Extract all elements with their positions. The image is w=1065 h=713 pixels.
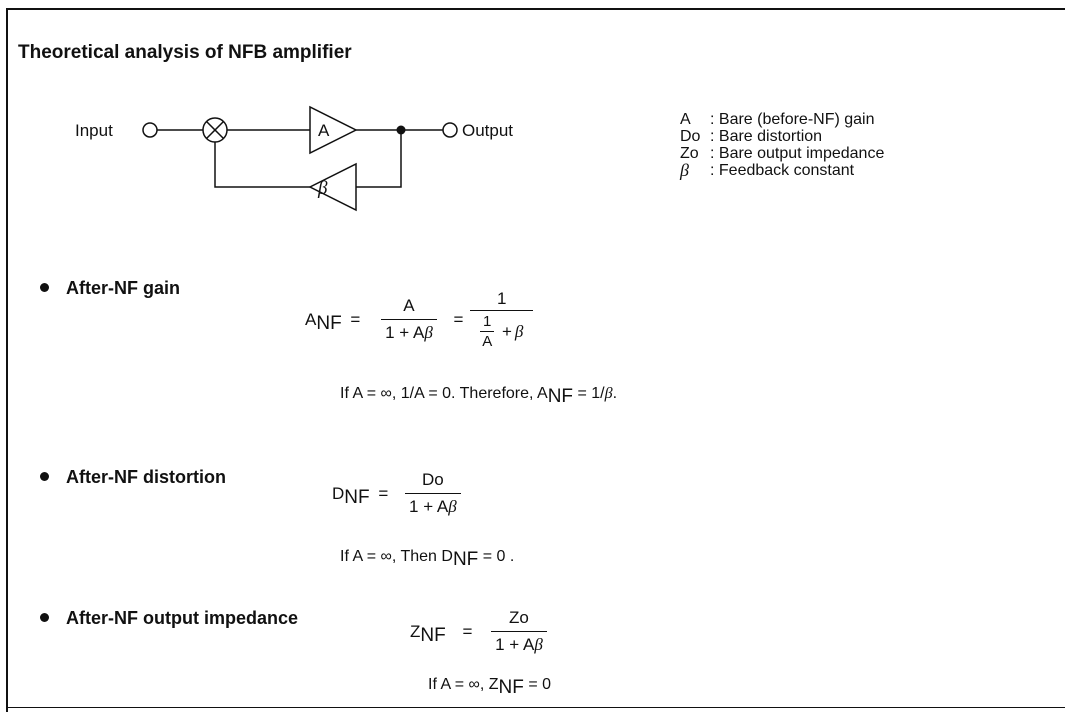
impedance-lhs-symbol: Z: [410, 621, 421, 641]
note-subscript: NF: [452, 549, 479, 570]
input-terminal: [142, 122, 158, 138]
inner-denominator: A: [480, 331, 495, 350]
equals-sign: =: [462, 621, 473, 641]
distortion-lhs-subscript: NF: [344, 486, 370, 508]
note-text: = 1/: [573, 385, 605, 402]
note-text: If A = ∞, 1/A = 0. Therefore, A: [340, 385, 548, 402]
legend-symbol: A: [680, 111, 691, 128]
note-text: .: [612, 385, 618, 402]
gain-heading: After-NF gain: [40, 278, 180, 299]
feedback-out-wire: [356, 130, 402, 188]
inner-numerator: 1: [483, 313, 492, 330]
legend-item: A : Bare (before-NF) gain: [680, 111, 884, 128]
gain-lhs: ANF: [305, 309, 342, 334]
figure-frame: [6, 8, 1065, 712]
fraction-denominator: 1 + Aβ: [381, 319, 437, 343]
legend-description: : Bare distortion: [710, 128, 823, 145]
note-text: If A = ∞, Then D: [340, 548, 453, 565]
beta-symbol: β: [534, 635, 543, 654]
bullet-dot: [40, 612, 49, 622]
bottom-rule: [6, 707, 1065, 708]
denominator-text: 1 + A: [409, 497, 449, 516]
gain-equation: ANF = A 1 + Aβ = 1 1 A +β: [305, 289, 534, 350]
nfb-block-diagram: Input A Output β: [75, 105, 513, 212]
beta-symbol: β: [514, 321, 524, 341]
note-text: = 0 .: [478, 548, 515, 565]
symbol-legend: A : Bare (before-NF) gain Do : Bare dist…: [680, 111, 884, 179]
fraction-numerator: A: [403, 296, 415, 315]
gain-fraction-2: 1 1 A +β: [470, 289, 534, 350]
impedance-lhs: ZNF: [410, 621, 446, 646]
impedance-heading-text: After-NF output impedance: [66, 608, 298, 628]
input-label: Input: [75, 121, 113, 140]
distortion-note: If A = ∞, Then DNF = 0 .: [340, 545, 515, 570]
impedance-fraction: Zo 1 + Aβ: [491, 608, 547, 655]
legend-item: Zo : Bare output impedance: [680, 145, 884, 162]
summing-junction: [202, 117, 228, 143]
denominator-text: 1 + A: [495, 635, 535, 654]
impedance-heading: After-NF output impedance: [40, 608, 298, 629]
note-text: If A = ∞, Z: [428, 676, 499, 693]
forward-amplifier: [309, 105, 358, 155]
fraction-numerator: Do: [422, 470, 444, 489]
feedback-return-wire: [214, 142, 310, 188]
legend-description: : Bare output impedance: [710, 145, 885, 162]
bullet-dot: [40, 471, 49, 481]
beta-symbol: β: [424, 323, 433, 342]
distortion-heading: After-NF distortion: [40, 467, 226, 488]
note-subscript: NF: [498, 677, 524, 698]
legend-symbol: β: [680, 160, 689, 180]
gain-note: If A = ∞, 1/A = 0. Therefore, ANF = 1/β.: [340, 382, 618, 407]
distortion-equation: DNF = Do 1 + Aβ: [332, 470, 461, 517]
impedance-note: If A = ∞, ZNF = 0: [428, 673, 552, 698]
legend-symbol: Do: [680, 128, 701, 145]
page-title: Theoretical analysis of NFB amplifier: [18, 42, 352, 63]
gain-lhs-symbol: A: [305, 309, 317, 329]
impedance-equation: ZNF = Zo 1 + Aβ: [410, 608, 547, 655]
distortion-fraction: Do 1 + Aβ: [405, 470, 461, 517]
plus-sign: +: [501, 321, 512, 341]
feedback-amplifier: [308, 162, 357, 212]
gain-heading-text: After-NF gain: [66, 278, 180, 298]
equals-sign: =: [453, 309, 464, 329]
output-terminal: [442, 122, 458, 138]
gain-lhs-subscript: NF: [316, 312, 342, 334]
distortion-lhs-symbol: D: [332, 483, 345, 503]
feedback-block-label: β: [317, 178, 328, 199]
forward-block-label: A: [318, 121, 330, 140]
gain-fraction-1: A 1 + Aβ: [381, 296, 437, 343]
legend-item: Do : Bare distortion: [680, 128, 884, 145]
inner-fraction: 1 A: [480, 313, 495, 350]
fraction-denominator: 1 A +β: [470, 310, 534, 350]
fraction-numerator: 1: [497, 289, 507, 308]
note-subscript: NF: [547, 386, 574, 407]
note-text: = 0: [523, 676, 552, 693]
beta-symbol: β: [448, 497, 457, 516]
distortion-lhs: DNF: [332, 483, 370, 508]
distortion-heading-text: After-NF distortion: [66, 467, 226, 487]
bullet-dot: [40, 282, 49, 292]
legend-description: : Feedback constant: [710, 162, 855, 179]
legend-symbol: Zo: [680, 145, 699, 162]
legend-description: : Bare (before-NF) gain: [710, 111, 875, 128]
fraction-denominator: 1 + Aβ: [405, 493, 461, 517]
beta-symbol: β: [604, 385, 613, 402]
fraction-denominator: 1 + Aβ: [491, 631, 547, 655]
equals-sign: =: [350, 309, 361, 329]
impedance-lhs-subscript: NF: [420, 624, 446, 646]
output-label: Output: [462, 121, 513, 140]
fraction-numerator: Zo: [509, 608, 529, 627]
equals-sign: =: [378, 483, 389, 503]
denominator-text: 1 + A: [385, 323, 425, 342]
legend-item: β : Feedback constant: [680, 160, 884, 180]
